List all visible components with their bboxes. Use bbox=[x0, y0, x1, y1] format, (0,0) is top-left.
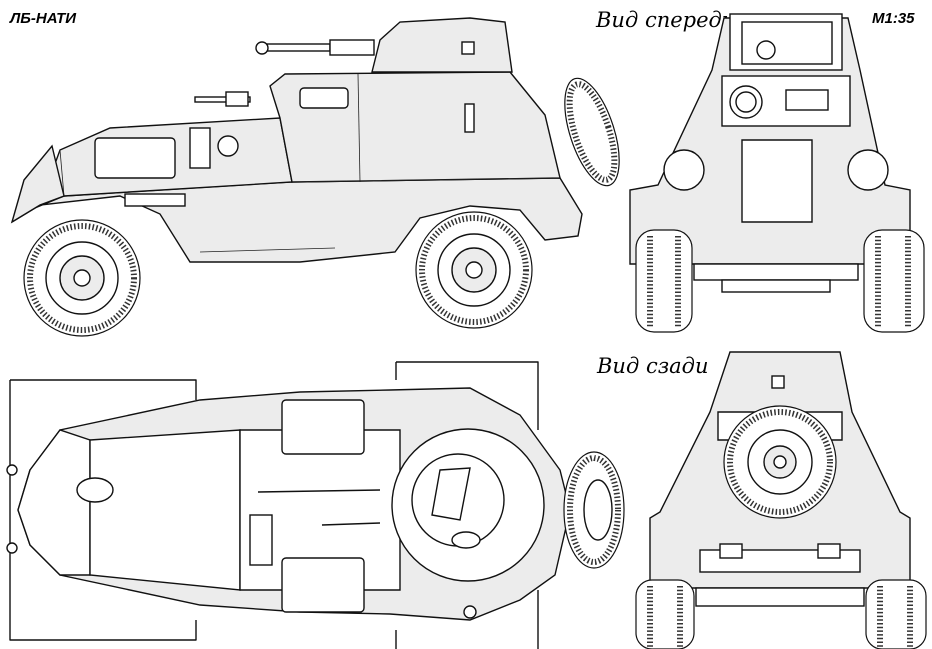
drawing-title: ЛБ-НАТИ bbox=[10, 10, 77, 27]
scale-label: M1:35 bbox=[872, 10, 915, 27]
rear-view bbox=[635, 351, 927, 649]
rear-view-label: Вид сзади bbox=[597, 354, 709, 378]
front-view bbox=[629, 13, 925, 333]
front-view-label: Вид спереди bbox=[596, 8, 736, 32]
top-view bbox=[6, 361, 625, 649]
side-view bbox=[10, 17, 620, 337]
